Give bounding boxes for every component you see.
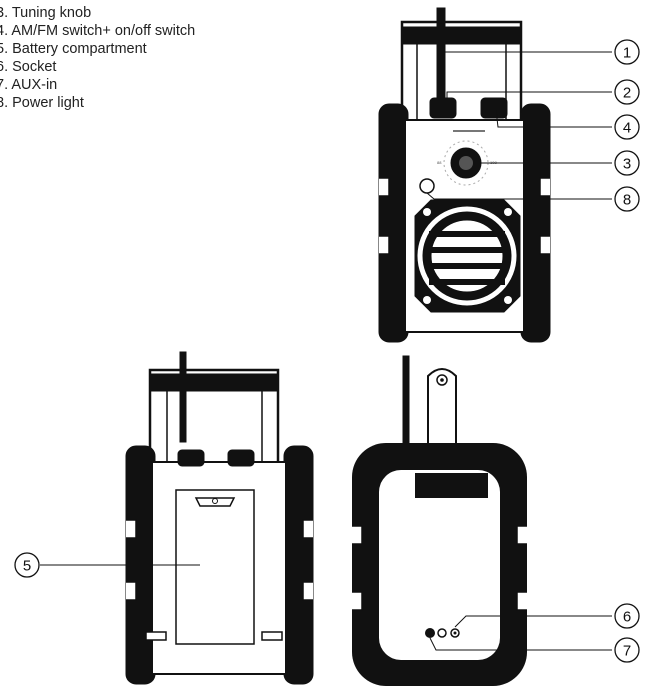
- front-left-bumper: [378, 103, 409, 343]
- callout-5: 5: [14, 552, 40, 578]
- power-light: [419, 178, 435, 194]
- callout-2: 2: [614, 79, 640, 105]
- svg-text:8: 8: [623, 192, 631, 209]
- callouts: 1 2 4 3 8 5 6 7: [14, 39, 640, 663]
- aux-in-jack: [425, 628, 435, 638]
- legend-item-battery-compartment: 5. Battery compartment: [0, 41, 147, 57]
- callout-3: 3: [614, 150, 640, 176]
- side-antenna: [402, 355, 410, 449]
- callout-6: 6: [614, 603, 640, 629]
- front-handle-grip: [401, 26, 522, 45]
- svg-text:4: 4: [623, 120, 631, 137]
- battery-compartment: [175, 489, 255, 645]
- parts-legend: 3. Tuning knob 4. AM/FM switch+ on/off s…: [0, 4, 195, 112]
- front-speaker: [414, 199, 521, 313]
- front-top-knob-right: [480, 97, 508, 119]
- back-right-bumper: [283, 445, 314, 685]
- svg-text:2: 2: [623, 85, 631, 102]
- front-view: 88 108: [378, 7, 612, 343]
- front-top-knob-left: [429, 97, 457, 119]
- callout-1: 1: [614, 39, 640, 65]
- back-top-knob-left: [177, 449, 205, 467]
- legend-item-power-light: 8. Power light: [0, 95, 84, 111]
- svg-text:7: 7: [623, 643, 631, 660]
- legend-item-tuning-knob: 3. Tuning knob: [0, 5, 92, 21]
- legend-item-am-fm-switch: 4. AM/FM switch+ on/off switch: [0, 23, 196, 39]
- back-antenna: [179, 351, 187, 443]
- svg-text:1: 1: [623, 45, 631, 62]
- socket-jack-1: [437, 628, 447, 638]
- back-view: [40, 351, 314, 685]
- back-handle-grip: [149, 373, 279, 392]
- side-view: [352, 355, 612, 686]
- legend-item-socket: 6. Socket: [0, 59, 57, 75]
- svg-text:5: 5: [23, 558, 31, 575]
- front-right-bumper: [520, 103, 551, 343]
- legend-item-aux-in: 7. AUX-in: [0, 77, 58, 93]
- svg-text:6: 6: [623, 609, 631, 626]
- callout-4: 4: [614, 114, 640, 140]
- callout-7: 7: [614, 637, 640, 663]
- svg-text:3: 3: [623, 156, 631, 173]
- svg-text:88: 88: [437, 160, 442, 165]
- back-top-knob-right: [227, 449, 255, 467]
- callout-8: 8: [614, 186, 640, 212]
